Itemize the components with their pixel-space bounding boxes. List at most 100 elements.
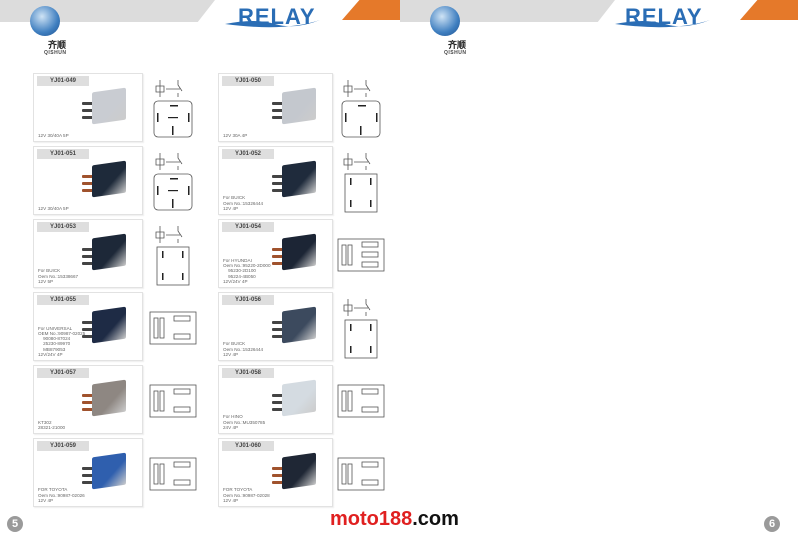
relay-body [282,160,316,198]
wiring-diagram [148,367,198,438]
relay-pin [82,182,94,185]
description-line: For HINO [223,414,243,420]
relay-body [282,233,316,271]
relay-body [92,306,126,344]
page-number: 5 [7,516,23,532]
product-code: YJ01-058 [222,368,274,378]
relay-pin [272,189,284,192]
description-line: KT302 [38,419,52,425]
wiring-diagram [336,367,386,438]
product-code: YJ01-059 [37,441,89,451]
relay-pin [272,175,284,178]
product-code: YJ01-060 [222,441,274,451]
description-line: For BUICK [38,268,61,274]
description-line: Oem No.:15326444 [223,200,264,206]
relay-image [80,87,130,128]
description-line: Oem No.:90987-02028 [223,492,270,498]
description-line: 90080-87024 [38,336,71,342]
description-line: 12V/24V 4P [223,278,248,284]
relay-pin [272,109,284,112]
relay-image [80,452,130,493]
description-line: For BUICK [223,195,246,201]
relay-image [270,87,320,128]
product-code: YJ01-053 [37,222,89,232]
description-line: 95230-2D100 [223,268,256,274]
description-line: Oem No.:15326444 [223,346,264,352]
wiring-diagram [336,148,386,219]
relay-pin [272,262,284,265]
relay-body [282,306,316,344]
relay-pin [82,401,94,404]
product-description: 12V 30/40A 5P [38,133,69,138]
relay-pin [82,262,94,265]
description-line: 12V 4P [223,205,239,211]
relay-body [92,379,126,417]
wiring-diagram [336,294,386,365]
description-line: FOR TOYOTA [223,487,253,493]
description-line: 28321-21000 [38,424,66,430]
qishun-logo-icon [430,6,460,36]
relay-pin [272,401,284,404]
description-line: Oem No.:95220-2D000 [223,263,271,269]
relay-pin [82,321,94,324]
product-description: 12V 30A 4P [223,133,247,138]
description-line: 12V 30/40A 5P [38,205,69,211]
relay-pin [82,408,94,411]
relay-pin [82,102,94,105]
description-line: 24V 4P [223,424,239,430]
relay-image [270,379,320,420]
relay-pin [82,328,94,331]
product-code: YJ01-056 [222,295,274,305]
relay-image [80,233,130,274]
product-card[interactable]: YJ01-050 12V 30A 4P [218,73,333,142]
wiring-diagram [148,440,198,511]
description-line: 95224-4B050 [223,273,256,279]
relay-body [92,87,126,125]
description-line: Oem No.:MU350785 [223,419,266,425]
wiring-diagram [148,221,198,292]
relay-pin [82,394,94,397]
relay-body [282,452,316,490]
header-accent [740,0,798,20]
description-line: FOR TOYOTA [38,487,68,493]
relay-pin [272,481,284,484]
relay-pin [272,408,284,411]
product-code: YJ01-050 [222,76,274,86]
relay-pin [82,109,94,112]
brand-en: QISHUN [444,50,467,56]
description-line: Oem No.:15338667 [38,273,79,279]
brand-cn: 齐顺 [48,40,67,50]
product-code: YJ01-057 [37,368,89,378]
relay-pin [272,467,284,470]
page-number: 6 [764,516,780,532]
relay-pin [82,481,94,484]
wiring-diagram [148,294,198,365]
description-line: 25230-89970 [38,341,71,347]
wiring-diagram [336,75,386,146]
relay-pin [82,474,94,477]
relay-pin [272,116,284,119]
description-line: 12V 5P [38,278,54,284]
relay-pin [272,255,284,258]
wiring-diagram [148,148,198,219]
